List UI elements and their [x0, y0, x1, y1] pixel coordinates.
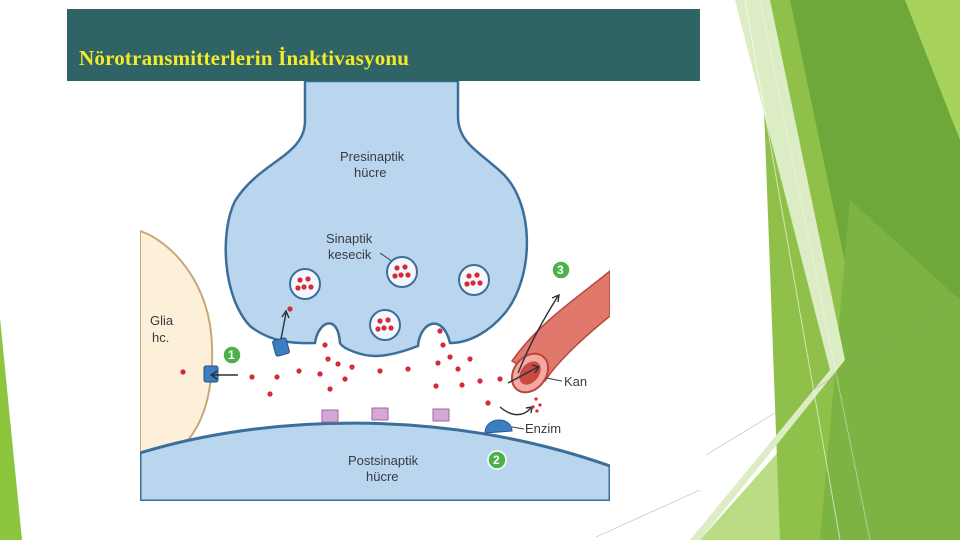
receptors — [321, 407, 450, 423]
right-bg-shape-6 — [690, 0, 845, 540]
presynaptic-label-line2: hücre — [354, 165, 387, 180]
presynaptic-transporter — [272, 337, 290, 357]
synapse-diagram: Glia hc. Presinaptik hücre Sinaptik kese… — [140, 81, 610, 501]
synaptic-vesicles — [289, 256, 490, 341]
left-green-strip — [0, 318, 22, 540]
arrows — [209, 293, 560, 416]
presynaptic-label-line1: Presinaptik — [340, 149, 405, 164]
right-bg-shape-5 — [905, 0, 960, 140]
blood-label: Kan — [564, 374, 587, 389]
postsynaptic-cell — [140, 421, 610, 501]
postsynaptic-label-line1: Postsinaptik — [348, 453, 419, 468]
bg-line-2 — [759, 0, 871, 540]
step-badge-2-text: 2 — [493, 453, 500, 467]
glia-label-line1: Glia — [150, 313, 174, 328]
step-badge-3: 3 — [551, 260, 571, 280]
enzyme-label: Enzim — [525, 421, 561, 436]
vesicle-label-line2: kesecik — [328, 247, 372, 262]
enzyme-shape — [484, 419, 513, 434]
vesicle-label-line1: Sinaptik — [326, 231, 373, 246]
step-badge-2: 2 — [487, 450, 507, 470]
neurotransmitters — [180, 306, 542, 413]
postsynaptic-label-line2: hücre — [366, 469, 399, 484]
bg-line-3 — [705, 299, 960, 456]
glia-label-line2: hc. — [152, 330, 169, 345]
step-badge-3-text: 3 — [557, 263, 564, 277]
step-badge-1: 1 — [222, 345, 242, 365]
title-bar — [67, 9, 700, 81]
bg-line-4 — [595, 489, 701, 538]
bg-line-1 — [744, 0, 841, 540]
step-badge-1-text: 1 — [228, 348, 235, 362]
slide-title: Nörotransmitterlerin İnaktivasyonu — [79, 46, 410, 70]
glia-transporter — [203, 365, 219, 383]
right-bg-shape-4 — [820, 200, 960, 540]
